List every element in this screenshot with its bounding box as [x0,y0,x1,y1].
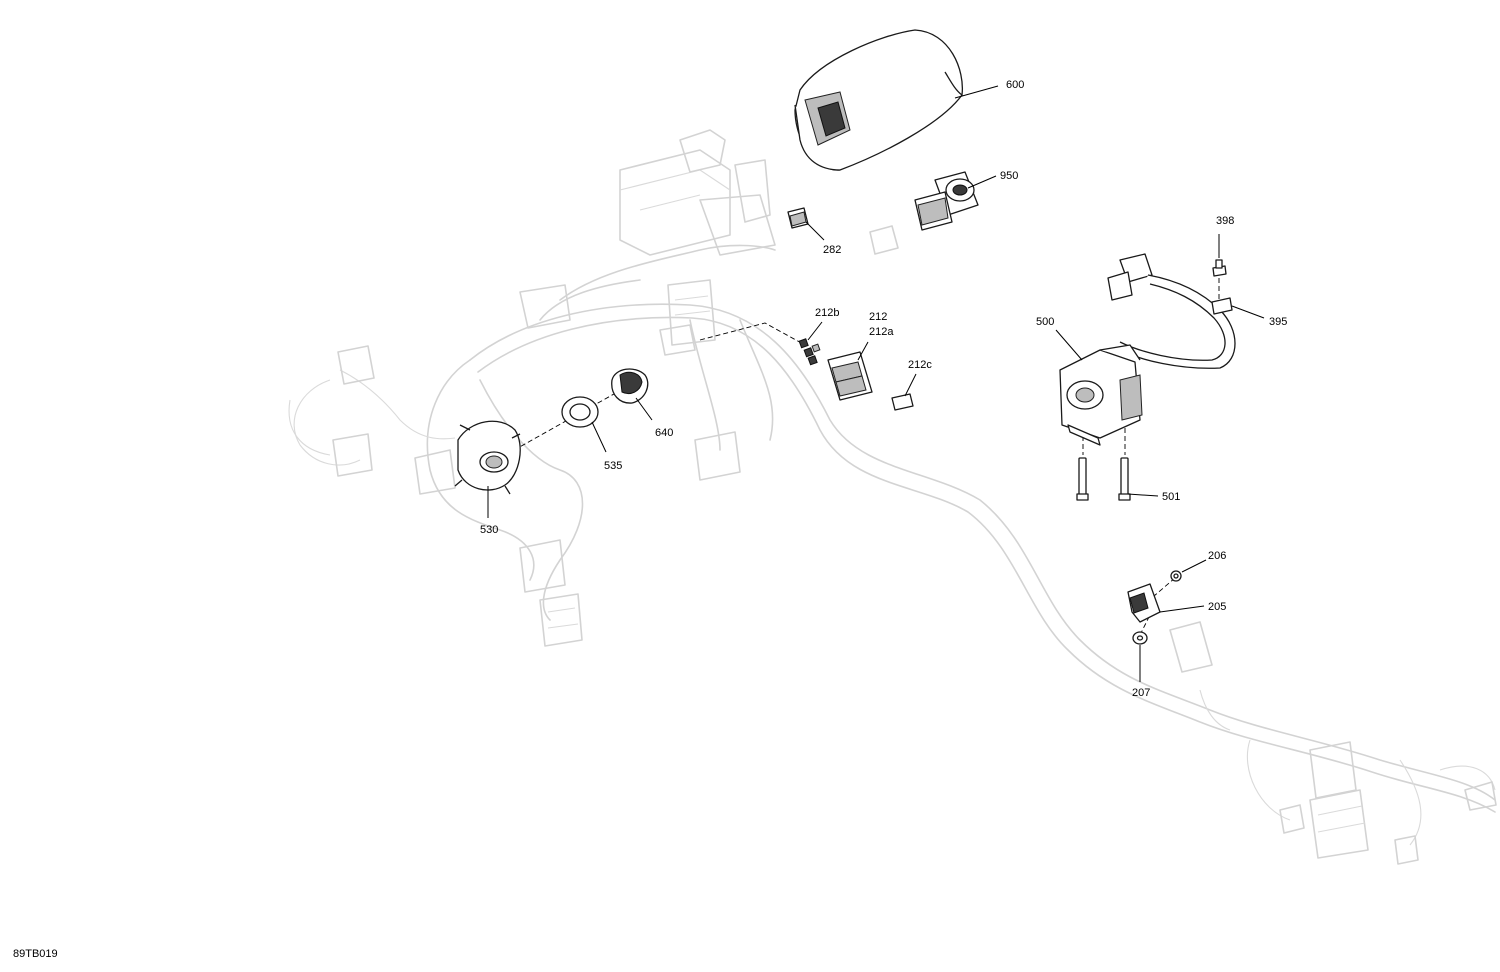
callout-600: 600 [1006,79,1024,91]
callout-535: 535 [604,460,622,472]
callout-501: 501 [1162,491,1180,503]
callout-212c: 212c [908,359,932,371]
callout-212: 212 [869,311,887,323]
part-535-bezel [561,396,599,428]
drawing-id-label: 89TB019 [13,948,58,960]
callout-530: 530 [480,524,498,536]
part-600-cover [794,29,964,171]
part-205-bracket [1127,583,1161,623]
part-212-connector [827,351,873,401]
part-206-nut [1170,570,1182,582]
callout-395: 395 [1269,316,1287,328]
callout-500: 500 [1036,316,1054,328]
part-395-cable [1107,253,1236,369]
part-950-socket [914,171,979,231]
ghost-connectors [332,129,1497,865]
part-282-clip [787,207,809,229]
alignment-dash-212 [699,322,806,346]
part-500-switch [1059,344,1143,446]
part-207-washer [1132,631,1148,645]
part-640-light [611,368,649,404]
part-212b-terminals [798,338,821,366]
part-212c-seal [891,393,914,411]
leader-lines [487,85,1265,682]
callout-205: 205 [1208,601,1226,613]
alignment-dash-530-640 [499,384,631,459]
part-530-gauge [454,420,521,495]
callout-640: 640 [655,427,673,439]
callout-398: 398 [1216,215,1234,227]
callout-207: 207 [1132,687,1150,699]
callout-212a: 212a [869,326,894,338]
callout-282: 282 [823,244,841,256]
part-398-screw [1212,259,1227,277]
callout-212b: 212b [815,307,839,319]
part-501-screws [1076,457,1131,501]
callout-950: 950 [1000,170,1018,182]
callout-labels: 600 950 282 398 395 500 212b 212 212a 21… [480,79,1287,699]
callout-206: 206 [1208,550,1226,562]
